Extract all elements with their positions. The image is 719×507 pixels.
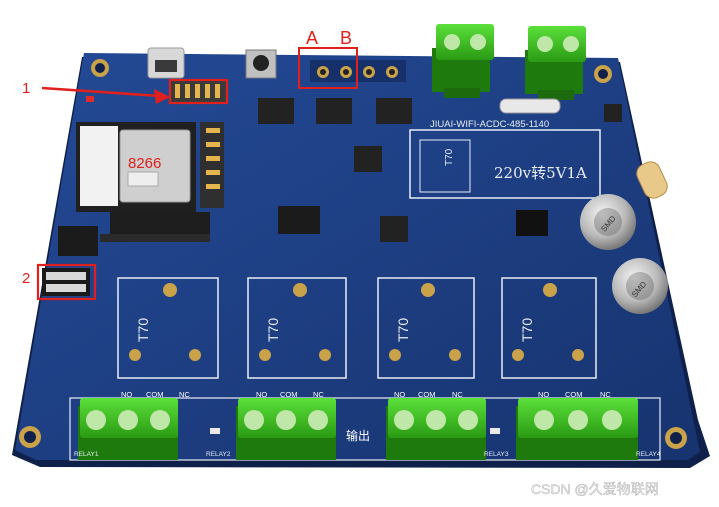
output-label-text: 输出	[346, 428, 370, 443]
output-silkscreen	[69, 397, 661, 461]
pin-nc-1: NC	[179, 390, 190, 399]
pin-no-4: NO	[538, 390, 549, 399]
relay-part-1: T70	[135, 318, 151, 342]
power-label-text: 220v转5V1A	[494, 164, 587, 182]
label-1-text: 1	[22, 80, 30, 97]
pin-nc-4: NC	[600, 390, 611, 399]
arrow-line-1	[41, 86, 161, 98]
relay-part-3: T70	[395, 318, 411, 342]
relay-part-2: T70	[265, 318, 281, 342]
terminal-bottom-4	[516, 398, 638, 460]
power-relay-part: T70	[444, 148, 455, 166]
terminal-top-1	[432, 24, 494, 98]
watermark-text: CSDN @久爱物联网	[531, 481, 659, 497]
pin-header-2	[200, 122, 224, 208]
highlight-box-ab	[298, 47, 358, 89]
label-b-text: B	[340, 28, 352, 48]
pin-nc-2: NC	[313, 390, 324, 399]
relay-name-2: RELAY2	[206, 451, 231, 458]
push-button	[245, 49, 277, 79]
terminal-top-2	[525, 26, 586, 100]
annotation-overlay	[36, 47, 358, 301]
relay-outline-1	[117, 277, 219, 379]
pin-com-4: COM	[565, 390, 583, 399]
board-title-text: JIUAI-WIFI-ACDC-485-1140	[430, 119, 549, 130]
pin-com-1: COM	[146, 390, 164, 399]
relay-part-4: T70	[519, 318, 535, 342]
relay-name-1: RELAY1	[74, 451, 99, 458]
jumper	[42, 268, 90, 296]
capacitors	[580, 194, 668, 314]
pin-com-2: COM	[280, 390, 298, 399]
usb-port	[147, 47, 185, 79]
terminal-bottom-1	[78, 398, 178, 460]
pin-header-3	[100, 212, 210, 242]
module-label-text: 8266	[128, 155, 161, 172]
relay-name-3: RELAY3	[484, 451, 509, 458]
mounting-holes	[19, 59, 687, 449]
pin-com-3: COM	[418, 390, 436, 399]
pin-no-3: NO	[394, 390, 405, 399]
pin-no-1: NO	[121, 390, 132, 399]
relay-outline-4	[501, 277, 597, 379]
relay-outline-2	[247, 277, 347, 379]
pin-header-1	[170, 80, 228, 102]
relay-name-labels: RELAY1 RELAY2 RELAY3 RELAY4	[74, 451, 661, 458]
relay-name-4: RELAY4	[636, 451, 661, 458]
label-2-text: 2	[22, 270, 30, 287]
pin-no-2: NO	[256, 390, 267, 399]
leds	[86, 96, 500, 434]
label-a-text: A	[306, 28, 318, 48]
terminal-pin-labels: NO COM NC NO COM NC NO COM NC NO COM NC	[121, 390, 611, 399]
highlight-box-1	[168, 78, 229, 105]
resistor	[636, 161, 668, 199]
fuse	[499, 98, 561, 114]
esp8266-module	[76, 122, 196, 212]
terminal-bottom-2	[236, 398, 336, 460]
ic-chips	[58, 98, 622, 256]
highlight-box-2	[36, 263, 97, 301]
power-module-outline	[409, 129, 601, 199]
relay-outline-3	[377, 277, 475, 379]
pin-nc-3: NC	[452, 390, 463, 399]
arrow-head-1	[154, 89, 170, 104]
terminal-bottom-3	[386, 398, 486, 460]
